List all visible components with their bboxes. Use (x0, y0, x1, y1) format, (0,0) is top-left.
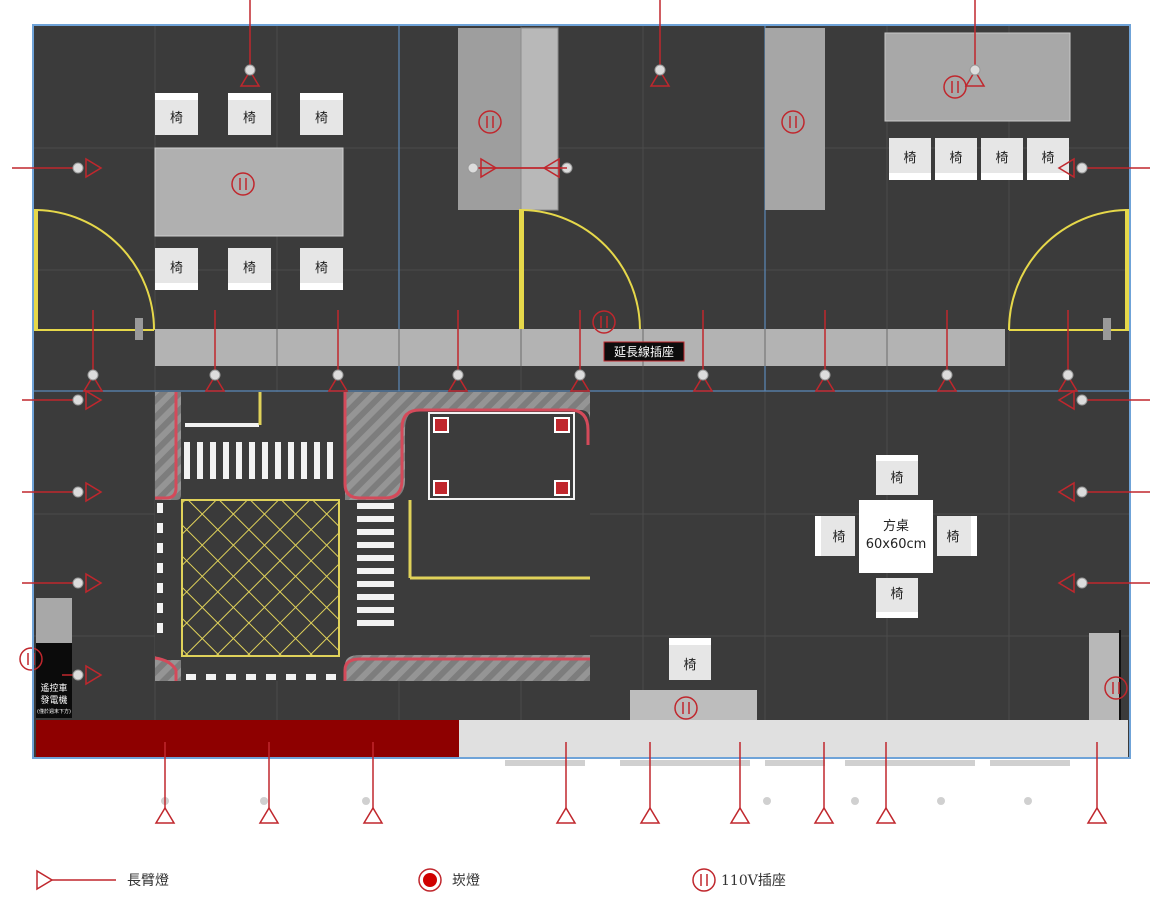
arm-light-legend-icon (36, 869, 116, 891)
wall-bracket (135, 318, 143, 340)
socket-icon (478, 110, 502, 134)
arm-light (936, 310, 958, 392)
chair-label: 椅 (315, 111, 328, 126)
arm-lights (82, 0, 1108, 824)
arm-light (447, 310, 469, 392)
chair-label: 椅 (1041, 151, 1054, 166)
bottom-counter-shadow (505, 760, 1070, 766)
chair-label: 椅 (243, 111, 256, 126)
chair: 椅 (228, 93, 271, 135)
arm-light (1057, 572, 1150, 594)
arm-light (649, 0, 671, 87)
chair-label: 椅 (170, 111, 183, 126)
legend: 長臂燈 崁燈 110V插座 (36, 868, 786, 892)
arm-light (12, 157, 103, 179)
legend-socket: 110V插座 (721, 873, 786, 889)
chair: 椅 (815, 516, 855, 556)
arm-light (239, 0, 261, 87)
arm-light (875, 742, 897, 824)
chair-label: 椅 (832, 530, 845, 545)
arm-light (814, 310, 836, 392)
arm-light (555, 742, 577, 824)
arm-light (62, 664, 103, 686)
chair-label: 椅 (315, 261, 328, 276)
arm-light (327, 310, 349, 392)
arm-light (22, 389, 103, 411)
wall-bracket (1103, 318, 1111, 340)
arm-light (639, 742, 661, 824)
spot-light-legend-icon (418, 868, 442, 892)
legend-arm-light: 長臂燈 (127, 873, 169, 889)
socket-icon (592, 310, 616, 334)
arm-light (22, 572, 103, 594)
arm-light (82, 310, 104, 392)
counter-panel (520, 27, 559, 211)
arm-light (362, 742, 384, 824)
socket-icon (943, 75, 967, 99)
chair-label: 椅 (995, 151, 1008, 166)
chair: 椅 (155, 93, 198, 135)
below-counter-dots (161, 797, 1032, 805)
chair: 椅 (300, 93, 343, 135)
chair: 椅 (889, 138, 931, 180)
square-table-name: 方桌 (883, 518, 909, 534)
table (884, 32, 1071, 122)
chair: 椅 (300, 248, 343, 290)
square-table (859, 500, 933, 573)
chair-label: 椅 (903, 151, 916, 166)
arm-light (22, 481, 103, 503)
venue-outline (32, 24, 1131, 759)
chair-label: 椅 (683, 658, 696, 673)
legend-spot-light: 崁燈 (452, 873, 480, 889)
extension-socket-text: 延長線插座 (614, 344, 674, 359)
arm-light (1086, 742, 1108, 824)
side-lights (12, 157, 1150, 686)
generator-label-3: (僅於週末下方) (37, 708, 71, 715)
chair-label: 椅 (170, 261, 183, 276)
arm-light (1057, 157, 1150, 179)
generator-label-2: 發電機 (40, 694, 67, 706)
arm-light (813, 742, 835, 824)
socket-icon (1104, 676, 1128, 700)
chair-label: 椅 (890, 471, 903, 486)
chair: 椅 (876, 578, 918, 618)
socket-icon (781, 110, 805, 134)
counter (765, 28, 825, 210)
road-map (154, 392, 590, 681)
chair: 椅 (935, 138, 977, 180)
bottom-counter (459, 720, 1128, 758)
arm-light (1057, 389, 1150, 411)
generator-label-1: 遙控車 (40, 682, 67, 694)
arm-light (258, 742, 280, 824)
chair: 椅 (876, 455, 918, 495)
chair: 椅 (669, 638, 711, 680)
socket-icon (674, 696, 698, 720)
chair: 椅 (155, 248, 198, 290)
long-table (154, 147, 344, 237)
arm-light (569, 310, 591, 392)
chair: 椅 (981, 138, 1023, 180)
arm-light (204, 310, 226, 392)
arm-light (692, 310, 714, 392)
generator-cabinet (36, 598, 72, 643)
chair-label: 椅 (946, 530, 959, 545)
chair-label: 椅 (243, 261, 256, 276)
chair-label: 椅 (949, 151, 962, 166)
arm-light (467, 157, 567, 179)
chair-label: 椅 (890, 587, 903, 602)
arm-light (154, 742, 176, 824)
chair: 椅 (228, 248, 271, 290)
arm-light (964, 0, 986, 87)
arm-light (1057, 310, 1079, 392)
arm-light (729, 742, 751, 824)
chair: 椅 (937, 516, 977, 556)
chair: 椅 (1027, 138, 1069, 180)
stage-red-carpet (36, 720, 459, 757)
extension-socket-label: 延長線插座 (603, 341, 685, 362)
arm-light (1057, 481, 1150, 503)
square-table-size: 60x60cm (866, 537, 927, 552)
socket-legend-icon (692, 868, 716, 892)
socket-icon (231, 172, 255, 196)
